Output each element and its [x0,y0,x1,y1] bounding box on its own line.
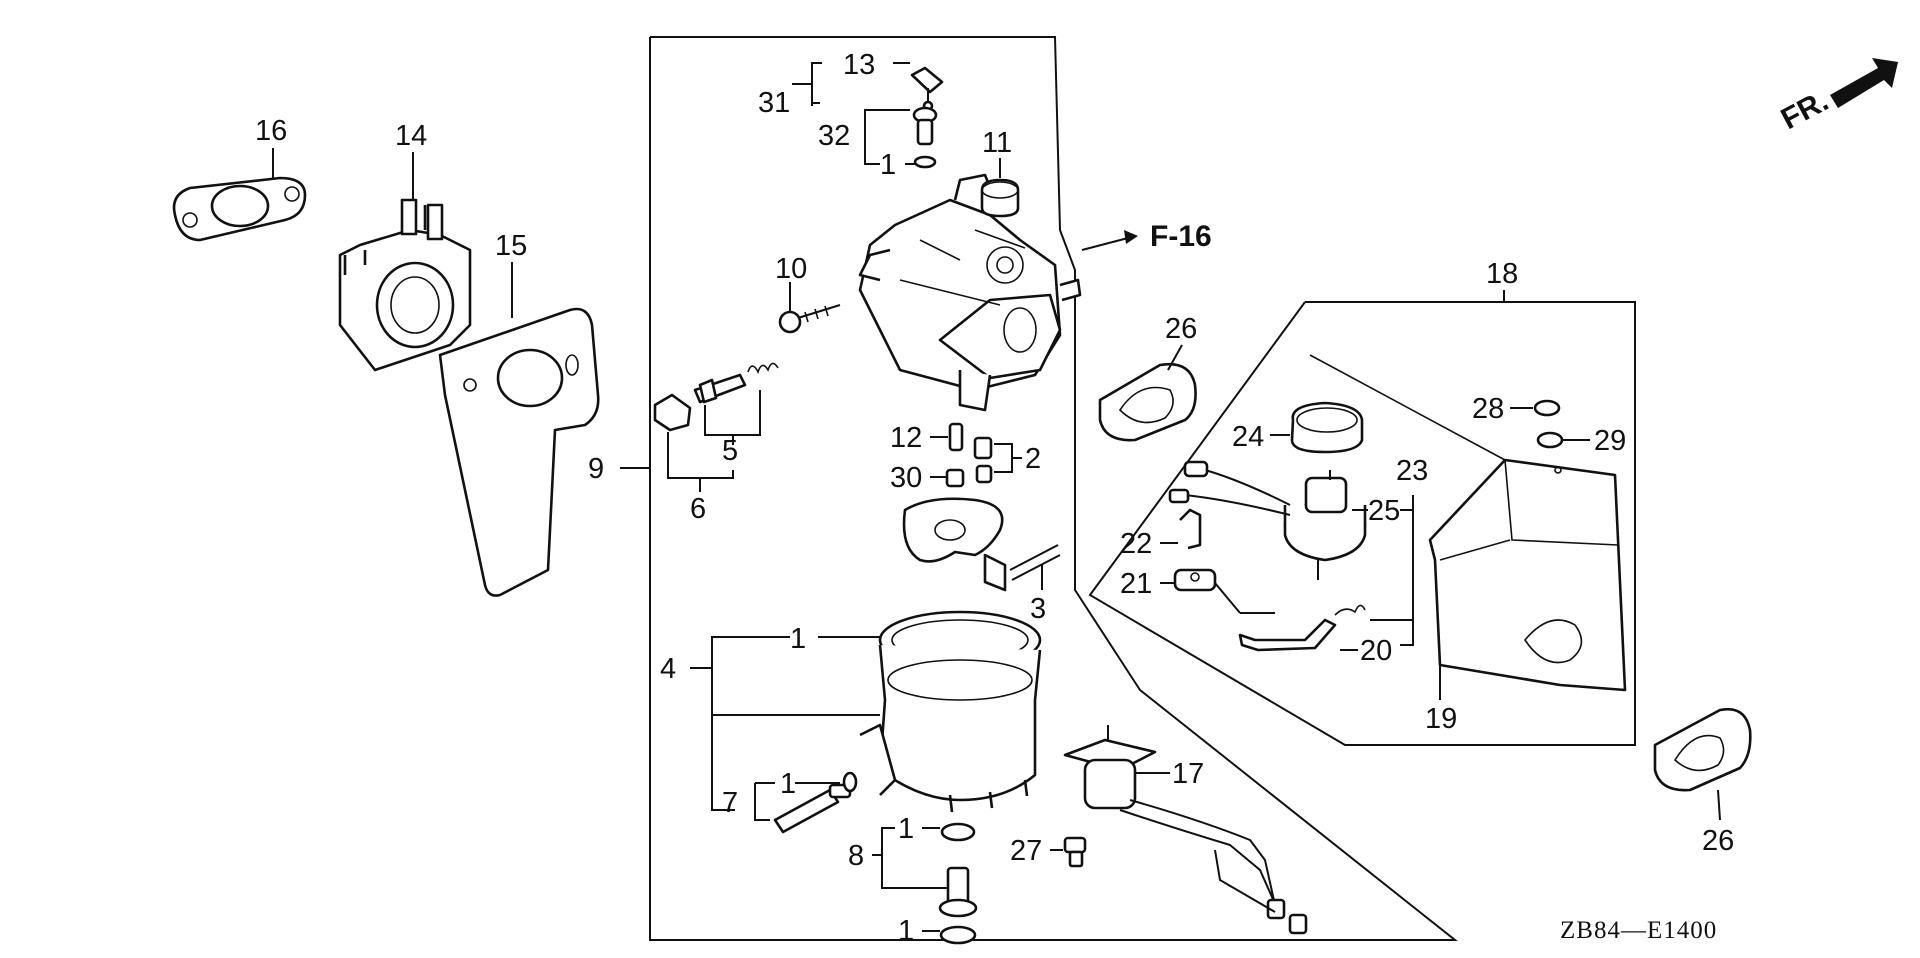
callout-30: 30 [890,462,922,494]
front-arrow-icon [1830,58,1898,108]
insulator-14 [338,198,472,372]
float [902,497,1007,592]
drain-screw-7 [773,771,858,834]
callout-10: 10 [775,253,807,285]
washer-29 [1536,431,1564,449]
cover-group-frame [1088,301,1636,746]
callout-16: 16 [255,115,287,147]
callout-12: 12 [890,422,922,454]
callout-24: 24 [1232,421,1264,453]
fuel-cut-solenoid-17 [1063,725,1308,935]
callout-23: 23 [1396,455,1428,487]
gasket-26-upper [1098,362,1197,442]
nut-28 [1533,399,1561,417]
callout-25: 25 [1368,495,1400,527]
leader-26-upper [1167,344,1183,371]
callout-2: 2 [1025,443,1041,475]
callout-11: 11 [982,127,1012,159]
callout-6: 6 [690,493,706,525]
callout-22: 22 [1120,528,1152,560]
callout-labels: 13 31 32 1 11 10 5 6 9 12 30 2 3 1 4 1 7… [255,49,1834,947]
drain-bolt-8 [938,822,978,945]
cap-11 [980,178,1020,218]
knob-6 [653,393,692,432]
part-24 [1290,401,1364,454]
bolt-27 [1063,836,1087,868]
callout-32: 32 [818,120,850,152]
callout-13: 13 [843,49,875,81]
callout-1-float: 1 [790,623,806,655]
callout-15: 15 [495,230,527,262]
throttle-stop-screw-5 [693,362,779,404]
f16-arrow-head [1124,230,1138,244]
callout-8: 8 [848,840,864,872]
callout-3: 3 [1030,593,1046,625]
needle-valve-2 [973,436,993,484]
callout-31: 31 [758,87,790,119]
callout-26-lower: 26 [1702,825,1734,857]
cover-19 [1428,458,1627,692]
f16-leader [1081,237,1129,251]
plate-15 [438,307,600,597]
callout-14: 14 [395,120,427,152]
callout-27: 27 [1010,835,1042,867]
callout-19: 19 [1425,703,1457,735]
leader-lines [667,62,1590,932]
callout-7: 7 [722,787,738,819]
callout-9: 9 [588,453,604,485]
float-pin-3 [1009,544,1059,571]
callout-20: 20 [1360,635,1392,667]
pilot-screw-32 [912,106,938,169]
leader-26-lower [1717,789,1721,821]
inner-cover-frame [1309,354,1506,461]
sensor-25 [1168,460,1367,580]
part-22 [1179,508,1202,550]
callout-26-upper: 26 [1165,313,1197,345]
callout-1-bottom: 1 [898,915,914,947]
carburetor-group-frame [649,36,1458,941]
float-pin-3b [1011,554,1061,581]
callout-28: 28 [1472,393,1504,425]
callout-4: 4 [660,653,676,685]
callout-29: 29 [1594,425,1626,457]
callout-1-jet: 1 [780,768,796,800]
callout-1-drain: 1 [898,813,914,845]
reference-label: F-16 [1150,220,1212,253]
callout-18: 18 [1486,258,1518,290]
main-jet-12 [945,422,965,488]
carburetor-body [858,173,1082,412]
gasket-16 [172,176,307,242]
diagram-code: ZB84—E1400 [1560,917,1717,944]
callout-21: 21 [1120,568,1152,600]
idle-cap-13 [910,66,944,112]
callout-17: 17 [1172,758,1204,790]
callout-1-top: 1 [880,149,896,181]
callout-5: 5 [722,435,738,467]
float-chamber-4 [859,610,1042,813]
front-indicator: FR. [1776,84,1834,136]
bracket-20 [1238,604,1366,652]
gasket-26-lower [1653,707,1752,792]
part-21 [1173,568,1217,592]
